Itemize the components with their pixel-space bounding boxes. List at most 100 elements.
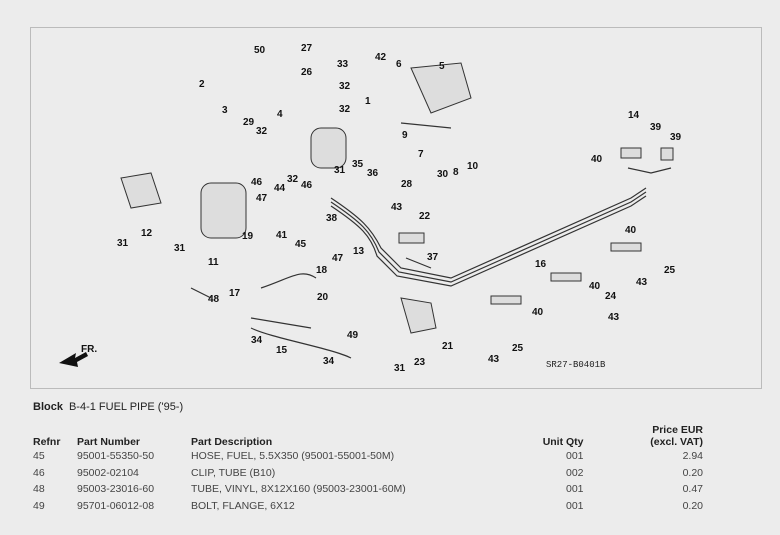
callout-40: 40 (591, 154, 603, 165)
callout-27: 27 (301, 43, 313, 54)
callout-34: 34 (323, 356, 335, 367)
cell-refnr: 46 (33, 466, 45, 479)
cell-description: HOSE, FUEL, 5.5X350 (95001-55001-50M) (191, 450, 395, 463)
callout-44: 44 (274, 183, 286, 194)
cell-part-number: 95001-55350-50 (77, 450, 155, 463)
callout-49: 49 (347, 330, 359, 341)
callout-47: 47 (332, 253, 344, 264)
cell-part-number: 95002-02104 (77, 466, 139, 479)
header-price: Price EUR(excl. VAT) (650, 424, 703, 448)
parts-table: Refnr Part Number Part Description Unit … (33, 418, 703, 514)
table-row: 46 95002-02104 CLIP, TUBE (B10) 002 0.20 (33, 465, 703, 482)
callout-50: 50 (254, 45, 266, 56)
table-header: Refnr Part Number Part Description Unit … (33, 418, 703, 448)
block-label: Block (33, 401, 63, 413)
callout-36: 36 (367, 168, 379, 179)
table-row: 49 95701-06012-08 BOLT, FLANGE, 6X12 001 0.2… (33, 498, 703, 515)
callout-9: 9 (402, 130, 408, 141)
cell-price: 0.20 (682, 466, 703, 479)
callout-40: 40 (589, 281, 601, 292)
cell-price: 0.20 (682, 499, 703, 512)
header-description: Part Description (191, 436, 273, 448)
callout-25: 25 (664, 265, 676, 276)
callout-34: 34 (251, 335, 263, 346)
cell-description: CLIP, TUBE (B10) (191, 466, 276, 479)
callout-22: 22 (419, 211, 431, 222)
cell-qty: 001 (566, 483, 584, 496)
cell-description: TUBE, VINYL, 8X12X160 (95003-23001-60M) (191, 483, 406, 496)
callout-10: 10 (467, 161, 479, 172)
callout-21: 21 (442, 341, 454, 352)
callout-43: 43 (608, 312, 620, 323)
callout-18: 18 (316, 265, 328, 276)
callout-43: 43 (391, 202, 403, 213)
callout-41: 41 (276, 230, 288, 241)
callout-38: 38 (326, 213, 338, 224)
callout-46: 46 (251, 177, 263, 188)
cell-description: BOLT, FLANGE, 6X12 (191, 499, 295, 512)
callout-31: 31 (394, 363, 406, 374)
callout-32: 32 (256, 126, 268, 137)
callout-16: 16 (535, 259, 547, 270)
fuel-pipes (190, 122, 672, 359)
cell-price: 0.47 (682, 483, 703, 496)
callout-25: 25 (512, 343, 524, 354)
callout-40: 40 (532, 307, 544, 318)
cell-qty: 001 (566, 450, 584, 463)
callout-11: 11 (208, 257, 219, 268)
cell-refnr: 49 (33, 499, 45, 512)
callout-6: 6 (396, 59, 402, 70)
callout-32: 32 (339, 104, 351, 115)
cell-refnr: 48 (33, 483, 45, 496)
callout-39: 39 (670, 132, 682, 143)
callout-43: 43 (488, 354, 500, 365)
callout-45: 45 (295, 239, 307, 250)
callout-29: 29 (243, 117, 255, 128)
callout-31: 31 (174, 243, 186, 254)
callout-32: 32 (287, 174, 299, 185)
callout-40: 40 (625, 225, 637, 236)
callout-7: 7 (418, 149, 424, 160)
callout-43: 43 (636, 277, 648, 288)
cell-qty: 001 (566, 499, 584, 512)
callout-37: 37 (427, 252, 439, 263)
callout-48: 48 (208, 294, 220, 305)
callout-8: 8 (453, 167, 459, 178)
callout-24: 24 (605, 291, 617, 302)
callout-42: 42 (375, 52, 387, 63)
parts-shapes (120, 62, 674, 334)
callout-12: 12 (141, 228, 153, 239)
callout-32: 32 (339, 81, 351, 92)
cell-part-number: 95003-23016-60 (77, 483, 155, 496)
cell-part-number: 95701-06012-08 (77, 499, 155, 512)
callout-30: 30 (437, 169, 449, 180)
callout-46: 46 (301, 180, 313, 191)
callout-3: 3 (222, 105, 228, 116)
callout-47: 47 (256, 193, 268, 204)
callout-20: 20 (317, 292, 329, 303)
callout-15: 15 (276, 345, 288, 356)
callout-31: 31 (334, 165, 346, 176)
callout-17: 17 (229, 288, 241, 299)
front-label: FR. (81, 344, 97, 355)
front-arrow: FR. (59, 344, 97, 367)
callout-4: 4 (277, 109, 283, 120)
table-row: 45 95001-55350-50 HOSE, FUEL, 5.5X350 (950… (33, 448, 703, 465)
cell-price: 2.94 (682, 450, 703, 463)
callout-2: 2 (199, 79, 205, 90)
callout-33: 33 (337, 59, 349, 70)
callout-1: 1 (365, 96, 371, 107)
callout-28: 28 (401, 179, 413, 190)
callout-14: 14 (628, 110, 640, 121)
diagram-code: SR27-B0401B (546, 360, 606, 370)
callout-26: 26 (301, 67, 313, 78)
header-qty: Unit Qty (542, 436, 584, 448)
cell-qty: 002 (566, 466, 584, 479)
callout-13: 13 (353, 246, 365, 257)
header-part-number: Part Number (77, 436, 141, 448)
cell-refnr: 45 (33, 450, 45, 463)
